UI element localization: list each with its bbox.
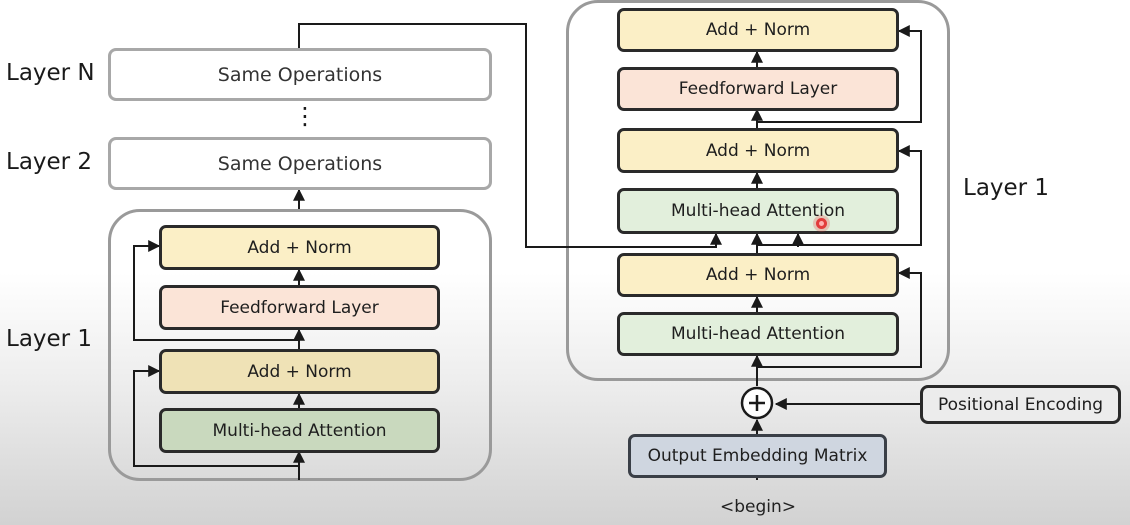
decoder-layer-1-label: Layer 1 [963, 175, 1050, 201]
layer-n-label: Layer N [6, 60, 95, 86]
layer-ellipsis: ⋮ [293, 102, 317, 130]
layer-2-label: Layer 2 [6, 149, 93, 175]
cursor-pointer-dot [816, 218, 827, 229]
decoder-feedforward-layer: Feedforward Layer [617, 67, 899, 111]
encoder-layer-1-label: Layer 1 [6, 326, 93, 352]
decoder-add-norm-2: Add + Norm [617, 128, 899, 173]
encoder-add-norm-top: Add + Norm [159, 225, 440, 270]
encoder-add-norm-bottom: Add + Norm [159, 349, 440, 394]
same-operations-layer-2: Same Operations [108, 137, 492, 190]
decoder-add-norm-3: Add + Norm [617, 253, 899, 297]
same-operations-layer-n: Same Operations [108, 48, 492, 101]
positional-encoding-box: Positional Encoding [920, 385, 1121, 424]
decoder-add-norm-1: Add + Norm [617, 8, 899, 52]
encoder-feedforward-layer: Feedforward Layer [159, 285, 440, 330]
decoder-self-attention: Multi-head Attention [617, 312, 899, 356]
decoder-cross-attention: Multi-head Attention [617, 188, 899, 234]
output-embedding-matrix: Output Embedding Matrix [628, 434, 887, 478]
begin-token: <begin> [720, 497, 797, 517]
plus-icon [740, 386, 774, 420]
encoder-multi-head-attention: Multi-head Attention [159, 408, 440, 453]
